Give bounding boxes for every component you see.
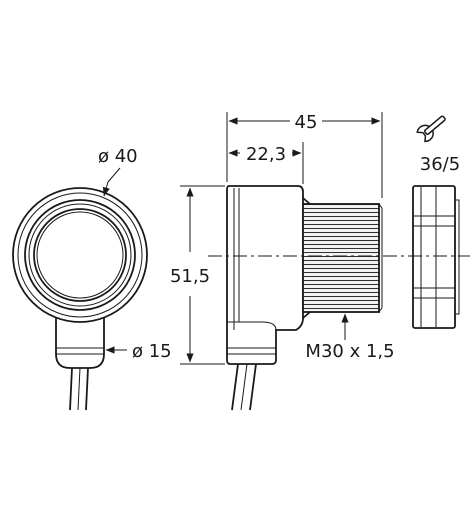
front-housing-ring-3 <box>28 203 132 307</box>
wrench-icon <box>416 115 446 143</box>
housing-diameter-label: ø 40 <box>98 146 138 167</box>
cable-diameter-label: ø 15 <box>132 341 172 362</box>
total-length-dimension: 45 <box>226 112 383 198</box>
cable-diameter-dimension: ø 15 <box>105 341 172 362</box>
body-length-label: 22,3 <box>246 144 286 165</box>
front-view <box>12 187 148 411</box>
side-thread-section <box>302 203 380 313</box>
side-housing-body <box>226 185 304 365</box>
total-length-label: 45 <box>295 112 318 133</box>
front-housing-outer <box>12 187 148 323</box>
nut-view <box>412 185 460 329</box>
nut-body <box>412 185 456 329</box>
front-cable-gland <box>55 318 105 369</box>
thread-dimension: M30 x 1,5 <box>305 313 395 362</box>
front-sensing-face-inner <box>36 211 124 299</box>
side-view <box>226 185 383 411</box>
height-label: 51,5 <box>170 266 210 287</box>
height-dimension: 51,5 <box>170 185 225 365</box>
housing-diameter-dimension: ø 40 <box>98 146 138 197</box>
front-sensing-face <box>33 208 127 302</box>
body-length-dimension: 22,3 <box>228 142 304 184</box>
front-cable <box>69 367 89 411</box>
side-cable <box>231 363 257 411</box>
front-housing-ring-1 <box>17 192 143 318</box>
front-housing-ring-2 <box>24 199 136 311</box>
thread-label: M30 x 1,5 <box>305 341 394 362</box>
wrench-size-label: 36/5 <box>420 154 460 175</box>
